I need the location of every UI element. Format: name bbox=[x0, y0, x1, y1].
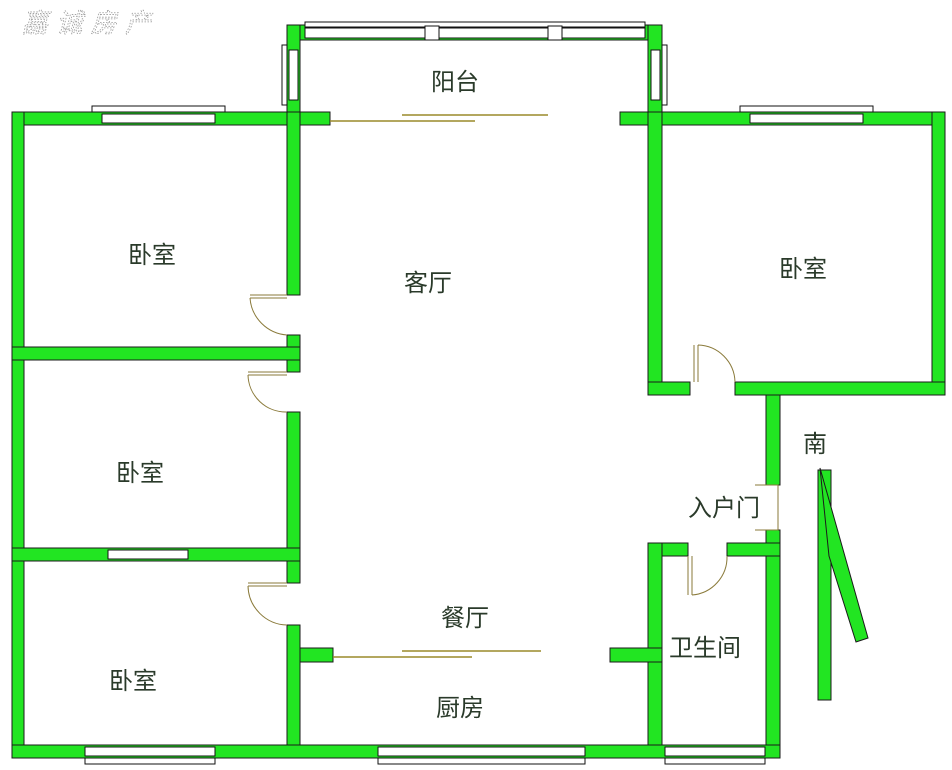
compass-label: 南 bbox=[803, 430, 827, 458]
label-bedroom-bottom-left: 卧室 bbox=[109, 667, 157, 695]
walls bbox=[11, 24, 946, 759]
compass-arrow-head bbox=[819, 467, 869, 643]
label-bedroom-right: 卧室 bbox=[779, 255, 827, 283]
watermark-logo: 嘉 诚 房 产 bbox=[22, 9, 154, 39]
label-bedroom-middle-left: 卧室 bbox=[116, 459, 164, 487]
label-entrance-door: 入户门 bbox=[688, 494, 760, 522]
doors bbox=[247, 114, 779, 658]
label-kitchen: 厨房 bbox=[436, 694, 484, 722]
windows bbox=[84, 21, 874, 765]
compass: 南 bbox=[803, 430, 869, 701]
label-living-room: 客厅 bbox=[404, 269, 452, 297]
label-dining-room: 餐厅 bbox=[441, 604, 489, 632]
label-balcony: 阳台 bbox=[431, 68, 479, 96]
room-labels: 阳台 卧室 客厅 卧室 卧室 卧室 餐厅 厨房 卫生间 入户门 bbox=[109, 68, 827, 722]
label-bedroom-top-left: 卧室 bbox=[128, 241, 176, 269]
label-bathroom: 卫生间 bbox=[669, 634, 741, 662]
